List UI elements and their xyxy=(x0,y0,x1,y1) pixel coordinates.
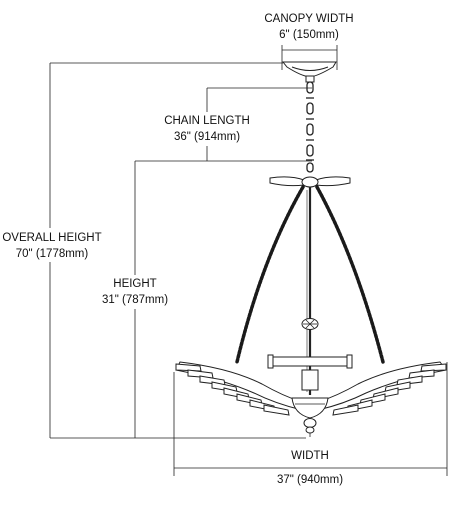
chain-length-label-backdrop xyxy=(155,112,259,146)
chain-link xyxy=(306,123,314,136)
finial-bulb-lower xyxy=(305,426,315,434)
bracket-crystal-right xyxy=(315,176,351,187)
cross-bar-cap-left xyxy=(267,354,274,369)
height-label: HEIGHT xyxy=(113,278,156,290)
chain-link xyxy=(306,162,314,173)
bracket-hub xyxy=(301,176,319,188)
rod-crystal-ornament xyxy=(301,318,319,330)
width-label: WIDTH xyxy=(291,450,329,462)
chain-length-value: 36" (914mm) xyxy=(174,131,240,143)
right-drape-chain xyxy=(315,185,385,364)
height-dimension: HEIGHT 31" (787mm) xyxy=(102,160,312,438)
wing-crystal xyxy=(263,404,290,416)
chain-link xyxy=(306,81,314,94)
chain xyxy=(306,81,314,173)
canopy-width-dimension: CANOPY WIDTH 6" (150mm) xyxy=(264,13,354,70)
finial-bulb xyxy=(303,418,317,428)
bracket-crystal-left xyxy=(269,176,305,187)
arm-cross-bar xyxy=(267,354,353,391)
height-label-backdrop xyxy=(102,275,174,309)
chain-length-label: CHAIN LENGTH xyxy=(164,115,250,127)
wing-crystal xyxy=(175,363,202,372)
canopy-width-value: 6" (150mm) xyxy=(279,29,339,41)
overall-height-dimension: OVERALL HEIGHT 70" (1778mm) xyxy=(0,62,306,439)
width-value: 37" (940mm) xyxy=(277,474,343,486)
left-crystal-wing xyxy=(175,361,303,416)
canopy-loop xyxy=(305,75,315,83)
bottom-bowl xyxy=(291,397,329,419)
left-drape-chain xyxy=(235,185,305,364)
overall-height-label: OVERALL HEIGHT xyxy=(2,232,101,244)
chain-link xyxy=(306,144,314,157)
chandelier-illustration xyxy=(175,61,447,437)
width-dimension: WIDTH 37" (940mm) xyxy=(173,362,448,486)
rod-collar xyxy=(301,369,319,391)
canopy-width-label: CANOPY WIDTH xyxy=(264,13,353,25)
overall-height-value: 70" (1778mm) xyxy=(16,248,89,260)
wing-crystal xyxy=(332,404,359,416)
bottom-finial xyxy=(291,397,329,437)
overall-height-label-backdrop xyxy=(0,228,108,262)
chain-link xyxy=(306,102,314,115)
top-bracket xyxy=(269,176,351,188)
canopy-rim xyxy=(291,66,329,71)
right-crystal-wing xyxy=(317,361,447,416)
cross-bar xyxy=(271,356,349,367)
chain-length-dimension: CHAIN LENGTH 36" (914mm) xyxy=(155,87,312,161)
cross-bar-cap-right xyxy=(346,354,353,369)
ornament-facet xyxy=(305,319,315,329)
wing-crystal xyxy=(420,363,447,372)
height-value: 31" (787mm) xyxy=(102,294,168,306)
